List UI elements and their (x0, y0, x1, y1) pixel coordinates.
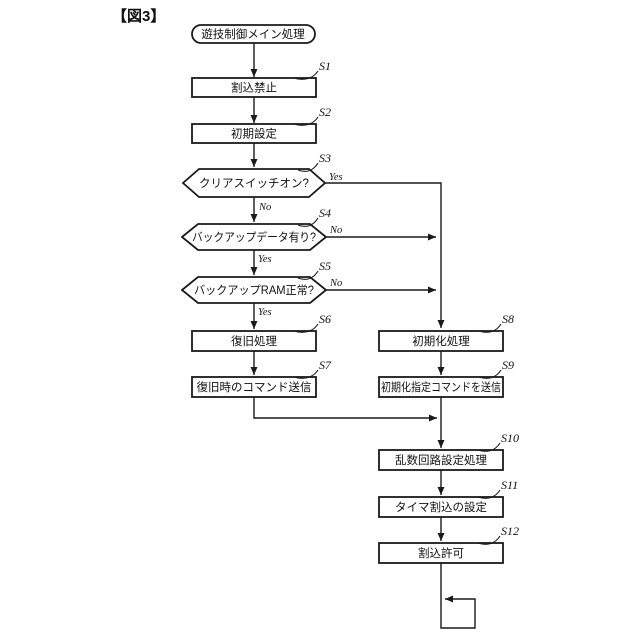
branch-label-s3-yes: Yes (329, 172, 343, 183)
leader-line-s2 (293, 116, 319, 126)
process-box-s7 (191, 376, 317, 398)
branch-label-s3-no: No (258, 202, 271, 213)
process-box-s6 (191, 330, 317, 352)
leader-line-s1 (293, 70, 319, 80)
arrow-s7-to-main-line (253, 397, 437, 422)
decision-hexagon-s3 (181, 168, 327, 198)
branch-label-s5-yes: Yes (258, 307, 272, 318)
process-box-s1 (191, 77, 317, 98)
step-id-s12: S12 (501, 524, 519, 538)
figure-label: 【図3】 (112, 7, 165, 25)
decision-hexagon-s5 (180, 276, 328, 304)
branch-label-s4-yes: Yes (258, 254, 272, 265)
leader-line-s4 (297, 217, 319, 227)
process-label-s7: 復旧時のコマンド送信 (197, 380, 312, 394)
process-label-s2: 初期設定 (231, 127, 277, 141)
step-id-s4: S4 (319, 206, 331, 220)
process-box-s2 (191, 123, 317, 144)
start-terminal-label: 遊技制御メイン処理 (201, 27, 305, 41)
process-box-s11 (378, 496, 504, 518)
step-id-s9: S9 (502, 358, 514, 372)
process-label-s8: 初期化処理 (412, 334, 470, 348)
leader-line-s9 (478, 369, 502, 379)
step-id-s5: S5 (319, 259, 331, 273)
leader-line-s6 (293, 323, 319, 333)
process-label-s12: 割込許可 (418, 546, 464, 560)
loop-back-path (440, 563, 476, 629)
leader-line-s8 (478, 323, 502, 333)
step-id-s7: S7 (319, 358, 332, 372)
process-box-s8 (378, 330, 504, 352)
step-id-s11: S11 (501, 478, 518, 492)
leader-line-s12 (477, 535, 501, 545)
leader-line-s5 (297, 270, 319, 280)
process-label-s10: 乱数回路設定処理 (395, 453, 487, 467)
process-label-s11: タイマ割込の設定 (395, 500, 487, 514)
line-s3-yes-to-s8 (325, 182, 445, 328)
leader-line-s3 (297, 162, 319, 172)
branch-label-s4-no: No (329, 225, 342, 236)
decision-label-s4: バックアップデータ有り? (192, 230, 316, 244)
step-id-s2: S2 (319, 105, 331, 119)
start-terminal (191, 24, 316, 44)
process-label-s6: 復旧処理 (231, 334, 277, 348)
process-box-s9 (378, 376, 504, 398)
process-box-s10 (378, 449, 504, 471)
process-label-s9: 初期化指定コマンドを送信 (381, 380, 501, 394)
decision-hexagon-s4 (180, 223, 328, 251)
process-box-s12 (378, 542, 504, 564)
process-label-s1: 割込禁止 (231, 81, 277, 95)
step-id-s10: S10 (501, 431, 519, 445)
step-id-s8: S8 (502, 312, 514, 326)
step-id-s3: S3 (319, 151, 331, 165)
step-id-s6: S6 (319, 312, 331, 326)
leader-line-s10 (477, 442, 501, 452)
decision-label-s5: バックアップRAM正常? (194, 284, 314, 297)
branch-label-s5-no: No (329, 278, 342, 289)
decision-label-s3: クリアスイッチオン? (199, 177, 309, 190)
leader-line-s7 (293, 369, 319, 379)
leader-line-s11 (477, 489, 501, 499)
step-id-s1: S1 (319, 59, 331, 73)
